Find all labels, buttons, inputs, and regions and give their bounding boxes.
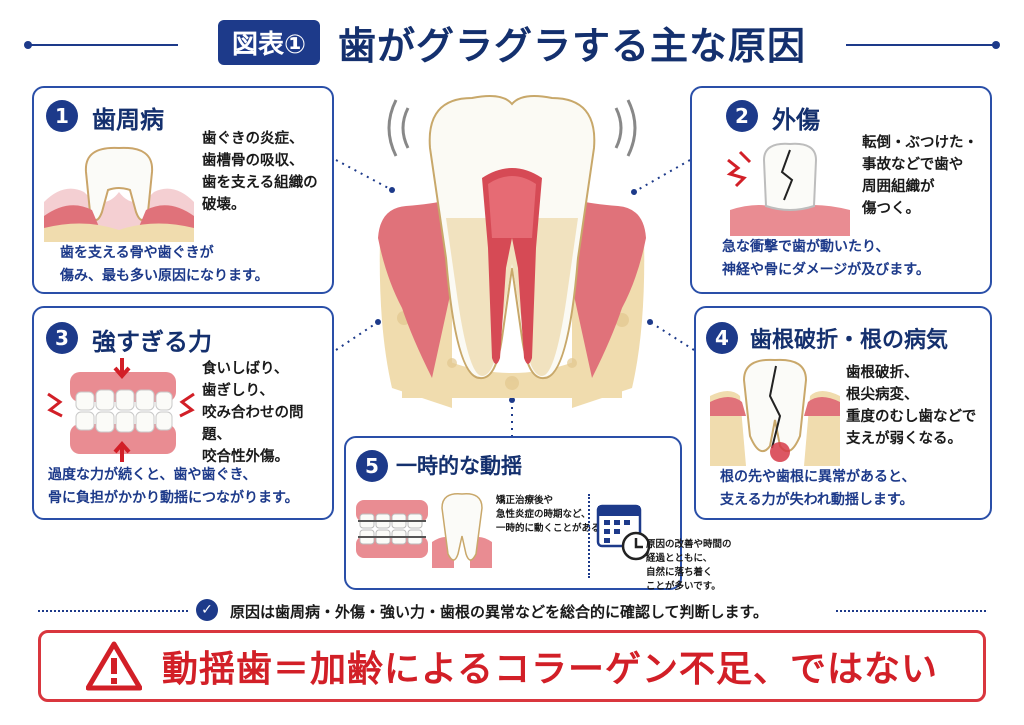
note-line: 傷み、最も多い原因になります。 bbox=[60, 268, 269, 284]
cause-title: 歯周病 bbox=[92, 106, 164, 134]
text-line: 転倒・ぶつけた・ bbox=[862, 135, 978, 151]
periodontal-tooth-icon bbox=[44, 146, 194, 242]
text-line: 支えが弱くなる。 bbox=[846, 431, 962, 447]
cause-card-excessive-force: 3 強すぎる力 食いしばり、 歯ぎしり、 咬み合わせの問題、 咬合性外傷。 過度… bbox=[32, 306, 334, 520]
root-fracture-tooth-icon bbox=[710, 358, 840, 466]
cause-note: 急な衝撃で歯が動いたり、 神経や骨にダメージが及びます。 bbox=[722, 236, 930, 282]
note-line: 急な衝撃で歯が動いたり、 bbox=[722, 239, 890, 255]
note-line: 歯を支える骨や歯ぐきが bbox=[60, 245, 214, 261]
cause-card-root-fracture: 4 歯根破折・根の病気 歯根破折、 根尖病変、 重度のむし歯などで 支えが弱くな… bbox=[694, 306, 992, 520]
cause-card-temporary: 5 一時的な動揺 矯正治療後や 急性炎症の時期など、 一時的に動くことがある。 … bbox=[344, 436, 732, 592]
dotted-rule-left bbox=[38, 610, 188, 612]
text-line: 矯正治療後や bbox=[496, 495, 554, 506]
dotted-rule-right bbox=[836, 610, 986, 612]
cause-title: 外傷 bbox=[772, 106, 820, 134]
center-tooth-illustration bbox=[378, 95, 646, 408]
text-line: 歯を支える組織の bbox=[202, 175, 318, 191]
cause-number: 1 bbox=[46, 100, 78, 132]
text-line: 歯ぐきの炎症、 bbox=[202, 131, 304, 147]
note-line: ことが多いです。 bbox=[646, 581, 721, 592]
note-line: 経過とともに、 bbox=[646, 553, 713, 564]
text-line: 傷つく。 bbox=[862, 201, 920, 217]
cause-number: 3 bbox=[46, 322, 78, 354]
summary-line: ✓ 原因は歯周病・外傷・強い力・歯根の異常などを総合的に確認して判断します。 bbox=[0, 599, 1024, 623]
summary-text: 原因は歯周病・外傷・強い力・歯根の異常などを総合的に確認して判断します。 bbox=[230, 603, 769, 621]
page-title: 歯がグラグラする主な原因 bbox=[338, 23, 807, 68]
tooth-icon bbox=[432, 493, 492, 568]
text-line: 破壊。 bbox=[202, 197, 246, 213]
note-line: 根の先や歯根に異常があると、 bbox=[720, 469, 916, 485]
page-header: 図表① 歯がグラグラする主な原因 bbox=[0, 14, 1024, 70]
cause-note: 原因の改善や時間の 経過とともに、 自然に落ち着く ことが多いです。 bbox=[646, 538, 756, 594]
cause-description: 歯ぐきの炎症、 歯槽骨の吸収、 歯を支える組織の 破壊。 bbox=[202, 128, 318, 216]
text-line: 歯ぎしり、 bbox=[202, 383, 274, 399]
check-icon: ✓ bbox=[196, 599, 218, 621]
note-line: 過度な力が続くと、歯や歯ぐき、 bbox=[48, 467, 257, 483]
calendar-icon bbox=[596, 504, 651, 561]
cause-title: 一時的な動揺 bbox=[396, 454, 522, 478]
cause-number: 2 bbox=[726, 100, 758, 132]
cause-number: 4 bbox=[706, 322, 738, 354]
text-line: 根尖病変、 bbox=[846, 387, 919, 403]
title-rule-right bbox=[846, 41, 1000, 49]
orthodontic-teeth-icon bbox=[356, 500, 428, 558]
text-line: 食いしばり、 bbox=[202, 361, 289, 377]
cause-note: 根の先や歯根に異常があると、 支える力が失われ動揺します。 bbox=[720, 466, 915, 512]
text-line: 重度のむし歯などで bbox=[846, 409, 977, 425]
clenching-teeth-icon bbox=[47, 358, 195, 462]
text-line: 事故などで歯や bbox=[862, 157, 964, 173]
text-line: 咬合性外傷。 bbox=[202, 449, 289, 465]
warning-icon bbox=[86, 641, 143, 691]
cause-card-periodontal: 1 歯周病 歯ぐきの炎症、 歯槽骨の吸収、 歯を支える組織の 破壊。 歯を支える… bbox=[32, 86, 334, 294]
card-divider bbox=[588, 494, 590, 578]
banner-text: 動揺歯＝加齢によるコラーゲン不足、ではない bbox=[162, 649, 938, 690]
note-line: 原因の改善や時間の bbox=[646, 539, 732, 550]
text-line: 一時的に動くことがある。 bbox=[496, 523, 611, 534]
text-line: 周囲組織が bbox=[862, 179, 935, 195]
cause-card-trauma: 2 外傷 転倒・ぶつけた・ 事故などで歯や 周囲組織が 傷つく。 急な衝撃で歯が… bbox=[690, 86, 992, 294]
figure-badge: 図表① bbox=[217, 19, 320, 65]
note-line: 支える力が失われ動揺します。 bbox=[720, 492, 914, 508]
cause-description: 歯根破折、 根尖病変、 重度のむし歯などで 支えが弱くなる。 bbox=[846, 362, 976, 450]
text-line: 急性炎症の時期など、 bbox=[496, 509, 591, 520]
cause-note: 過度な力が続くと、歯や歯ぐき、 骨に負担がかかり動揺につながります。 bbox=[48, 464, 299, 510]
note-line: 骨に負担がかかり動揺につながります。 bbox=[48, 490, 299, 506]
note-line: 神経や骨にダメージが及びます。 bbox=[722, 262, 930, 278]
note-line: 自然に落ち着く bbox=[646, 567, 713, 578]
cause-title: 歯根破折・根の病気 bbox=[750, 328, 949, 353]
cause-description: 転倒・ぶつけた・ 事故などで歯や 周囲組織が 傷つく。 bbox=[862, 132, 978, 220]
broken-tooth-icon bbox=[726, 142, 850, 236]
cause-number: 5 bbox=[356, 450, 388, 482]
cause-note: 歯を支える骨や歯ぐきが 傷み、最も多い原因になります。 bbox=[60, 242, 269, 288]
title-rule-left bbox=[24, 41, 178, 49]
text-line: 歯根破折、 bbox=[846, 365, 919, 381]
cause-description: 食いしばり、 歯ぎしり、 咬み合わせの問題、 咬合性外傷。 bbox=[202, 358, 332, 468]
cause-description: 矯正治療後や 急性炎症の時期など、 一時的に動くことがある。 bbox=[496, 494, 610, 536]
key-message-banner: 動揺歯＝加齢によるコラーゲン不足、ではない bbox=[38, 630, 986, 702]
cause-title: 強すぎる力 bbox=[92, 328, 212, 356]
text-line: 歯槽骨の吸収、 bbox=[202, 153, 304, 169]
text-line: 咬み合わせの問題、 bbox=[202, 405, 304, 443]
